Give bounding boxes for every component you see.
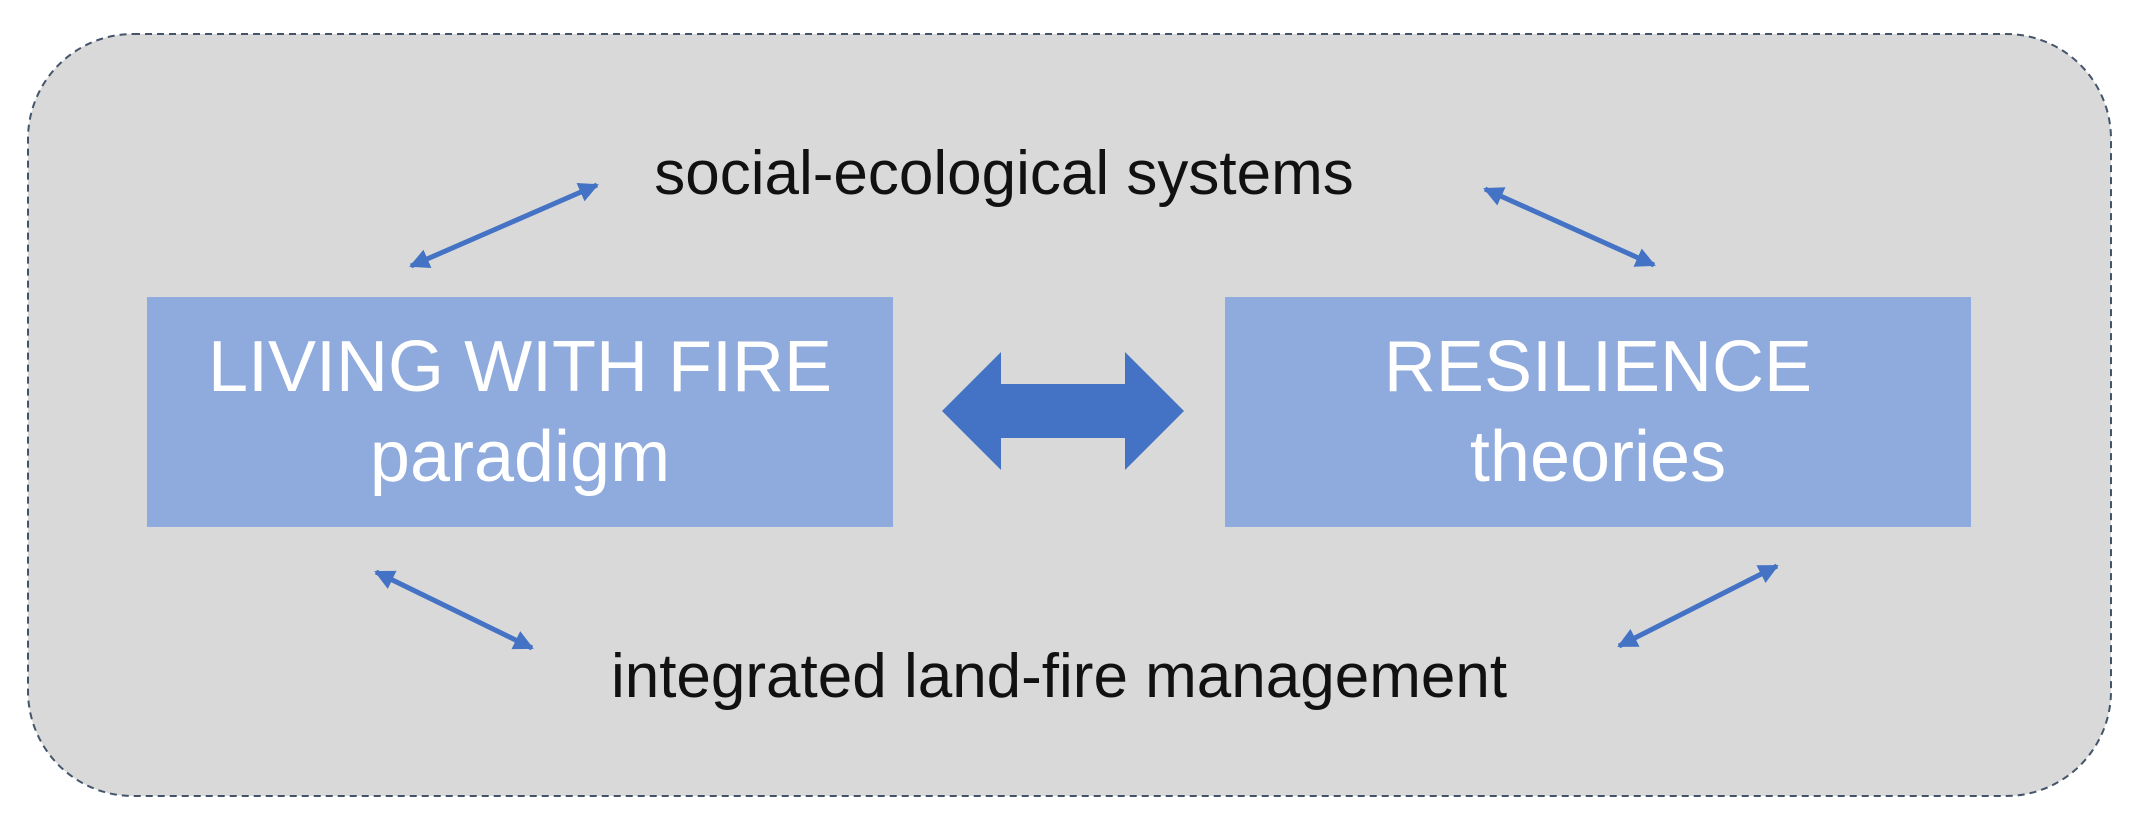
box-living-with-fire: [147, 297, 893, 527]
edge-top-right-arrow: [1483, 186, 1656, 268]
edge-left-bottom-arrow: [374, 569, 534, 651]
edge-left-top-arrow: [409, 182, 599, 269]
edge-bottom-right-arrow: [1617, 563, 1779, 649]
box-resilience-title: RESILIENCE: [1383, 327, 1813, 407]
box-resilience-subtitle: theories: [1469, 417, 1727, 497]
box-living-with-fire-subtitle: paradigm: [369, 417, 671, 497]
box-resilience-text: RESILIENCE theories: [1225, 297, 1971, 527]
label-social-ecological-systems: social-ecological systems: [654, 139, 1354, 208]
center-double-arrow: [942, 352, 1184, 470]
box-living-with-fire-text: LIVING WITH FIRE paradigm: [147, 297, 893, 527]
box-resilience: [1225, 297, 1971, 527]
label-integrated-land-fire-management: integrated land-fire management: [610, 642, 1508, 711]
box-living-with-fire-title: LIVING WITH FIRE: [207, 327, 833, 407]
